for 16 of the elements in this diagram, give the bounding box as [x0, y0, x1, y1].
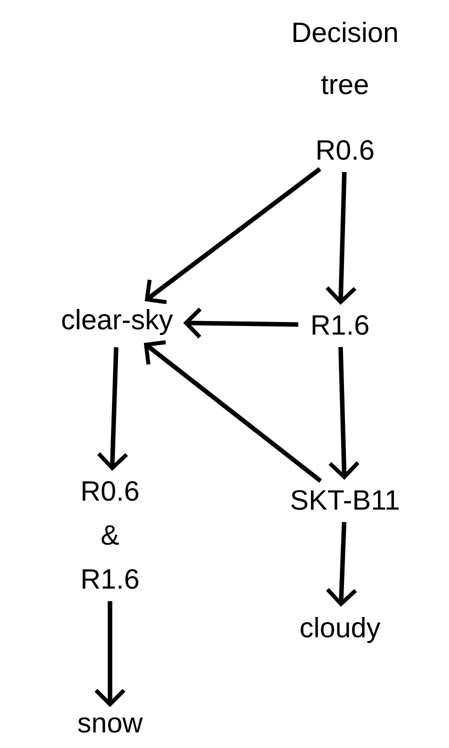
node-label: snow	[78, 717, 143, 733]
arrow	[94, 601, 126, 708]
arrow	[97, 347, 128, 471]
arrow	[144, 167, 322, 304]
title: Decision tree	[294, 22, 397, 94]
arrow	[328, 347, 360, 480]
node-label: cloudy	[300, 616, 380, 644]
arrow	[183, 308, 298, 338]
arrow	[144, 340, 322, 483]
node-label: R0.6	[318, 140, 374, 160]
node-label: R0.6 & R1.6	[82, 481, 138, 589]
node-label: SKT-B11	[291, 490, 399, 510]
arrow	[326, 522, 357, 607]
node-label: clear-sky	[62, 308, 173, 336]
node-label: R1.6	[312, 315, 368, 335]
arrow	[326, 172, 356, 305]
